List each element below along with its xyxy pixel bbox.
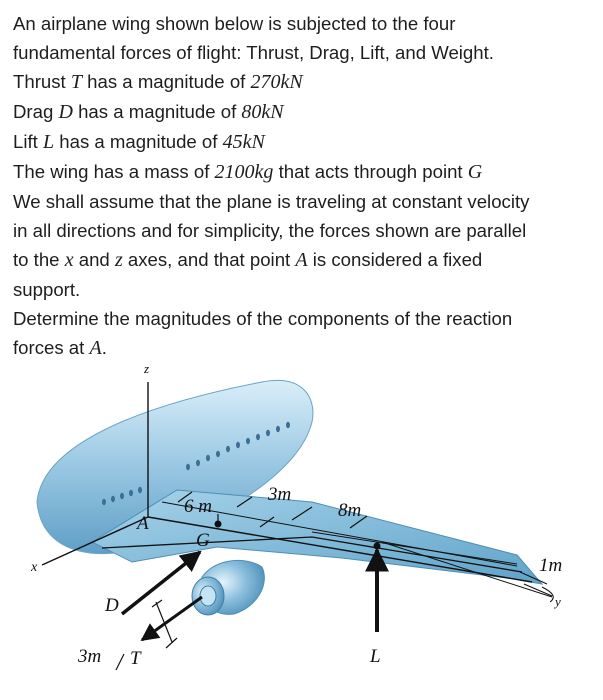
dimension-3m-bottom xyxy=(115,653,125,671)
mass-line: The wing has a mass of 2100kg that acts … xyxy=(13,161,483,183)
x-axis-symbol: x xyxy=(64,249,74,271)
problem-line-10: support. xyxy=(13,279,81,300)
lift-symbol: L xyxy=(42,131,55,153)
problem-statement: An airplane wing shown below is subjecte… xyxy=(13,9,598,363)
drag-line: Drag D has a magnitude of 80kN xyxy=(13,101,284,123)
label-dim-3m-top: 3m xyxy=(267,484,291,505)
engine xyxy=(191,559,265,616)
problem-line-8: in all directions and for simplicity, th… xyxy=(13,220,527,241)
label-y: y xyxy=(553,594,561,609)
point-g-symbol: G xyxy=(467,161,483,183)
problem-line-7: We shall assume that the plane is travel… xyxy=(13,191,530,212)
label-dim-6m: 6 m xyxy=(184,496,212,517)
thrust-symbol: T xyxy=(70,71,82,93)
wing xyxy=(90,489,544,585)
lift-line: Lift L has a magnitude of 45kN xyxy=(13,131,265,153)
thrust-value: 270kN xyxy=(250,71,303,93)
dimension-d-t xyxy=(151,599,178,649)
wing-diagram: z x y A G 6 m 3m 8m 1m D 3m T L xyxy=(30,361,562,671)
point-a-symbol: A xyxy=(295,249,308,271)
z-axis-symbol: z xyxy=(114,249,123,271)
lift-point xyxy=(373,542,381,550)
problem-line-12: forces at A. xyxy=(13,337,107,359)
point-a-symbol-2: A xyxy=(89,337,102,359)
fuselage xyxy=(36,380,314,555)
label-dim-1m: 1m xyxy=(539,555,562,576)
problem-line-2: fundamental forces of flight: Thrust, Dr… xyxy=(13,42,494,63)
lift-value: 45kN xyxy=(222,131,265,153)
label-point-a: A xyxy=(135,513,149,534)
wing-tip-dimension xyxy=(519,571,554,603)
wing-leading-edge xyxy=(101,536,523,573)
label-lift: L xyxy=(369,646,381,667)
problem-line-11: Determine the magnitudes of the componen… xyxy=(13,308,513,329)
dimension-6m-ticks xyxy=(177,491,253,524)
x-axis xyxy=(41,516,149,566)
label-dim-8m: 8m xyxy=(338,500,361,521)
label-thrust: T xyxy=(130,648,142,669)
dimension-3m-ticks xyxy=(259,506,368,529)
label-point-g: G xyxy=(196,530,210,551)
wing-spar-line xyxy=(161,501,518,567)
label-x: x xyxy=(30,560,38,575)
drag-symbol: D xyxy=(58,101,73,123)
label-dim-3m-bottom: 3m xyxy=(77,646,101,667)
thrust-line: Thrust T has a magnitude of 270kN xyxy=(13,71,303,93)
airplane-wing-figure: z x y A G 6 m 3m 8m 1m D 3m T L xyxy=(12,352,598,696)
wing-reference-line-2 xyxy=(381,541,553,598)
label-drag: D xyxy=(104,595,119,616)
y-axis xyxy=(147,516,533,583)
problem-line-9: to the x and z axes, and that point A is… xyxy=(13,249,483,271)
problem-line-1: An airplane wing shown below is subjecte… xyxy=(13,13,456,34)
fuselage-windows xyxy=(102,421,290,506)
drag-arrow xyxy=(120,550,202,616)
mass-value: 2100kg xyxy=(214,161,274,183)
drag-value: 80kN xyxy=(241,101,284,123)
label-z: z xyxy=(143,361,149,376)
wing-reference-line-1 xyxy=(311,531,518,565)
thrust-arrow xyxy=(140,595,203,642)
